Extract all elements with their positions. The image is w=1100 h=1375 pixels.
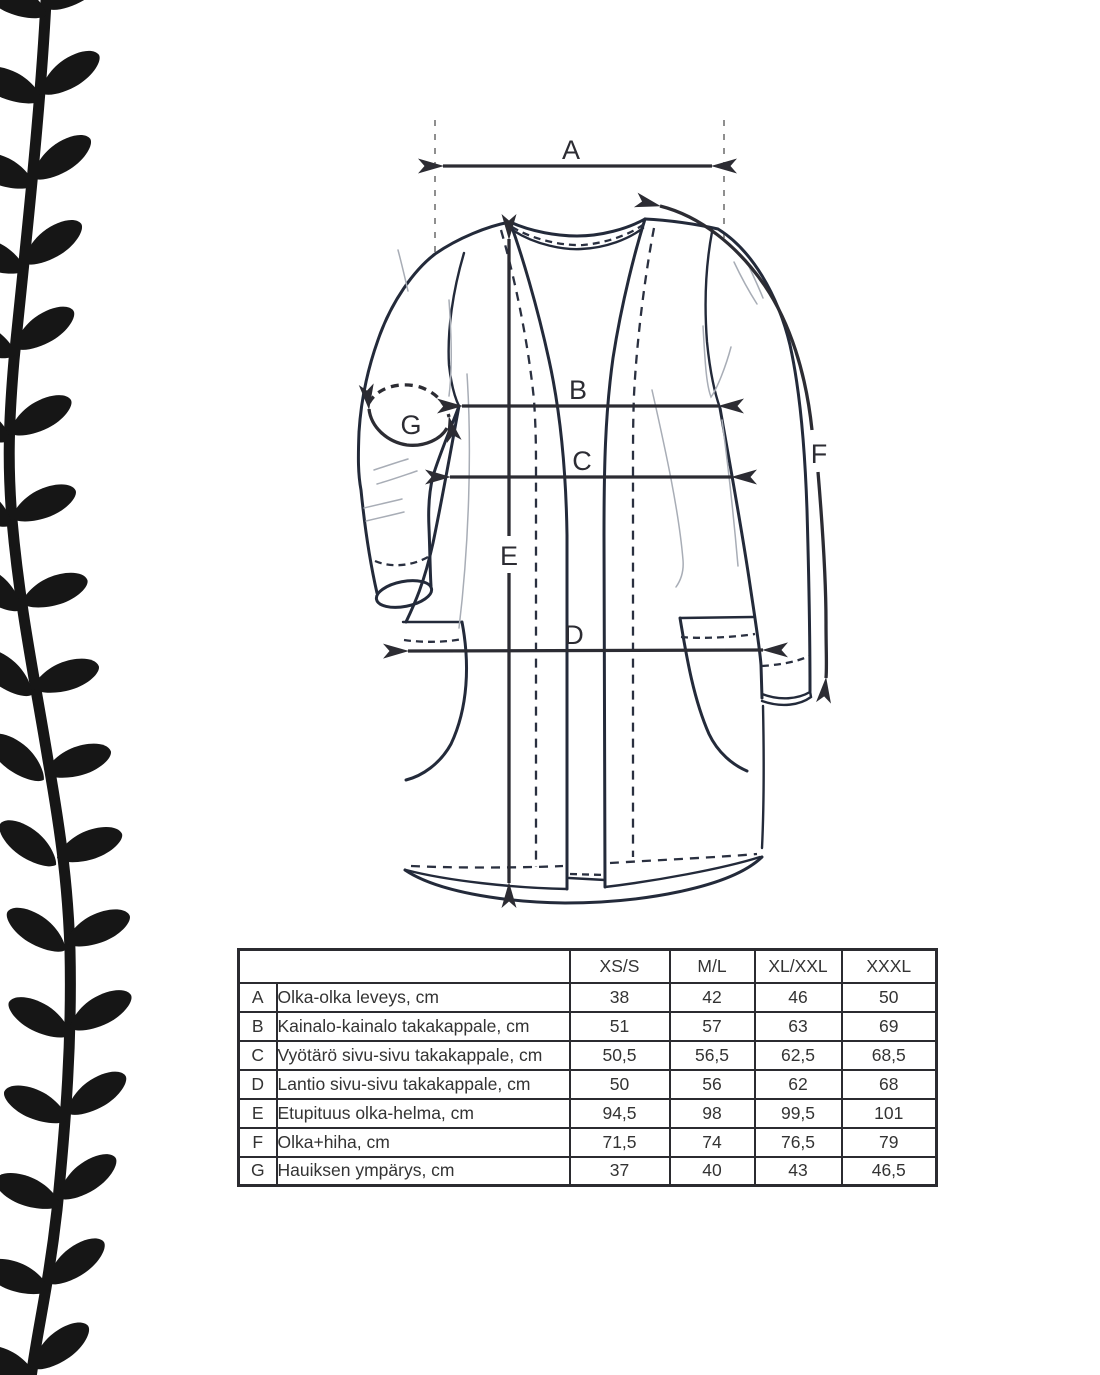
label-d: D (564, 620, 584, 650)
table-row: C Vyötärö sivu-sivu takakappale, cm 50,5… (237, 1039, 938, 1071)
row-label: Olka-olka leveys, cm (275, 981, 571, 1013)
guide-lines (434, 120, 725, 252)
row-value: 50 (568, 1068, 671, 1100)
row-value: 42 (668, 981, 756, 1013)
size-table: XS/S M/L XL/XXL XXXL A Olka-olka leveys,… (237, 948, 938, 1187)
header-empty-cell (237, 948, 571, 984)
vine-decoration (0, 0, 132, 1375)
row-value: 51 (568, 1010, 671, 1042)
row-value: 40 (668, 1155, 756, 1187)
row-value: 62,5 (753, 1039, 843, 1071)
row-value: 63 (753, 1010, 843, 1042)
row-letter: B (237, 1010, 278, 1042)
row-value: 99,5 (753, 1097, 843, 1129)
header-size-xs-s: XS/S (568, 948, 671, 984)
table-row: F Olka+hiha, cm 71,5 74 76,5 79 (237, 1126, 938, 1158)
row-value: 101 (840, 1097, 938, 1129)
row-value: 79 (840, 1126, 938, 1158)
table-row: B Kainalo-kainalo takakappale, cm 51 57 … (237, 1010, 938, 1042)
label-e: E (500, 541, 518, 571)
row-label: Etupituus olka-helma, cm (275, 1097, 571, 1129)
row-value: 46 (753, 981, 843, 1013)
arrow-g-solid (358, 383, 449, 447)
measurement-labels: A B C D E F G (400, 135, 827, 650)
row-value: 68 (840, 1068, 938, 1100)
row-value: 74 (668, 1126, 756, 1158)
arrow-d (382, 642, 789, 659)
row-value: 94,5 (568, 1097, 671, 1129)
label-e-backing (495, 536, 522, 573)
row-value: 56 (668, 1068, 756, 1100)
row-value: 62 (753, 1068, 843, 1100)
row-letter: G (237, 1155, 278, 1187)
row-value: 98 (668, 1097, 756, 1129)
row-value: 37 (568, 1155, 671, 1187)
table-row: A Olka-olka leveys, cm 38 42 46 50 (237, 981, 938, 1013)
label-a: A (562, 135, 580, 165)
table-row: D Lantio sivu-sivu takakappale, cm 50 56… (237, 1068, 938, 1100)
table-row: E Etupituus olka-helma, cm 94,5 98 99,5 … (237, 1097, 938, 1129)
row-letter: A (237, 981, 278, 1013)
row-label: Olka+hiha, cm (275, 1126, 571, 1158)
row-letter: E (237, 1097, 278, 1129)
label-b: B (569, 375, 587, 405)
row-value: 38 (568, 981, 671, 1013)
arrow-f-upper (633, 192, 814, 431)
arrow-f-lower (816, 471, 831, 704)
size-table-header-row: XS/S M/L XL/XXL XXXL (237, 948, 938, 984)
label-g: G (400, 410, 421, 440)
cardigan-outline (356, 217, 813, 905)
row-value: 43 (753, 1155, 843, 1187)
label-f: F (811, 439, 828, 469)
header-size-xxxl: XXXL (840, 948, 938, 984)
row-value: 76,5 (753, 1126, 843, 1158)
row-value: 46,5 (840, 1155, 938, 1187)
row-value: 68,5 (840, 1039, 938, 1071)
row-label: Lantio sivu-sivu takakappale, cm (275, 1068, 571, 1100)
row-letter: C (237, 1039, 278, 1071)
row-value: 50 (840, 981, 938, 1013)
row-value: 57 (668, 1010, 756, 1042)
row-value: 69 (840, 1010, 938, 1042)
table-row: G Hauiksen ympärys, cm 37 40 43 46,5 (237, 1155, 938, 1187)
row-letter: F (237, 1126, 278, 1158)
row-label: Kainalo-kainalo takakappale, cm (275, 1010, 571, 1042)
row-value: 71,5 (568, 1126, 671, 1158)
drape-lines (363, 249, 764, 629)
arrow-g-dashed (367, 383, 462, 444)
row-value: 56,5 (668, 1039, 756, 1071)
label-c: C (572, 446, 592, 476)
row-value: 50,5 (568, 1039, 671, 1071)
header-size-m-l: M/L (668, 948, 756, 984)
header-size-xl-xxl: XL/XXL (753, 948, 843, 984)
row-letter: D (237, 1068, 278, 1100)
row-label: Vyötärö sivu-sivu takakappale, cm (275, 1039, 571, 1071)
row-label: Hauiksen ympärys, cm (275, 1155, 571, 1187)
